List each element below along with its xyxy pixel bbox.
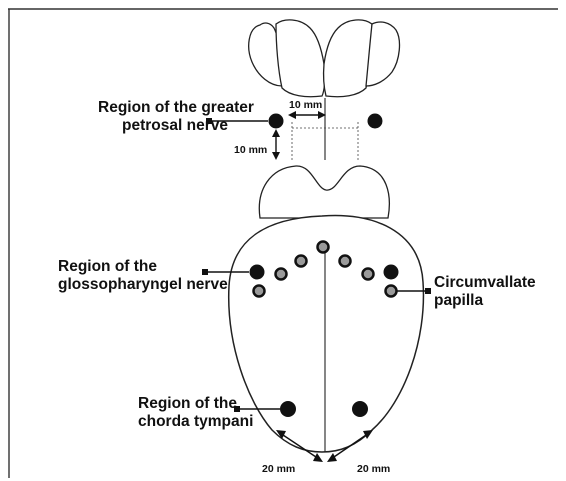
measure-vertical-10mm: 10 mm (234, 144, 267, 156)
tooth-right-canine (366, 22, 399, 86)
papilla-left-3 (254, 286, 265, 297)
vertical-10mm-arrow (272, 129, 280, 160)
tooth-left-incisor (276, 20, 325, 97)
papilla-apex (318, 242, 329, 253)
papilla-right-2 (363, 269, 374, 280)
label-chorda-tympani-line2: chorda tympani (138, 413, 253, 430)
papilla-left-1 (296, 256, 307, 267)
measure-horizontal-10mm: 10 mm (289, 99, 322, 111)
label-circumvallate-line2: papilla (434, 292, 483, 309)
horizontal-10mm-arrow (288, 111, 326, 119)
greater-petrosal-point-right (368, 114, 383, 129)
label-greater-petrosal-line2: petrosal nerve (122, 117, 228, 134)
upper-teeth (249, 20, 400, 97)
pointer-end-glossopharyngeal (202, 269, 208, 275)
tooth-right-incisor (324, 20, 372, 97)
label-greater-petrosal-line1: Region of the greater (98, 99, 254, 116)
label-glossopharyngeal-line2: glossopharyngel nerve (58, 276, 228, 293)
glossopharyngeal-point-left (250, 265, 265, 280)
label-glossopharyngeal-line1: Region of the (58, 258, 157, 275)
chorda-tympani-point-right (352, 401, 368, 417)
chorda-tympani-point-left (280, 401, 296, 417)
greater-petrosal-point-left (269, 114, 284, 129)
papilla-left-2 (276, 269, 287, 280)
measure-tip-right-20mm: 20 mm (357, 463, 390, 475)
papilla-right-3 (386, 286, 397, 297)
measure-tip-left-20mm: 20 mm (262, 463, 295, 475)
pointer-end-circumvallate (425, 288, 431, 294)
papilla-right-1 (340, 256, 351, 267)
glossopharyngeal-point-right (384, 265, 399, 280)
label-circumvallate-line1: Circumvallate (434, 274, 536, 291)
tongue-root (259, 166, 389, 218)
label-chorda-tympani-line1: Region of the (138, 395, 237, 412)
